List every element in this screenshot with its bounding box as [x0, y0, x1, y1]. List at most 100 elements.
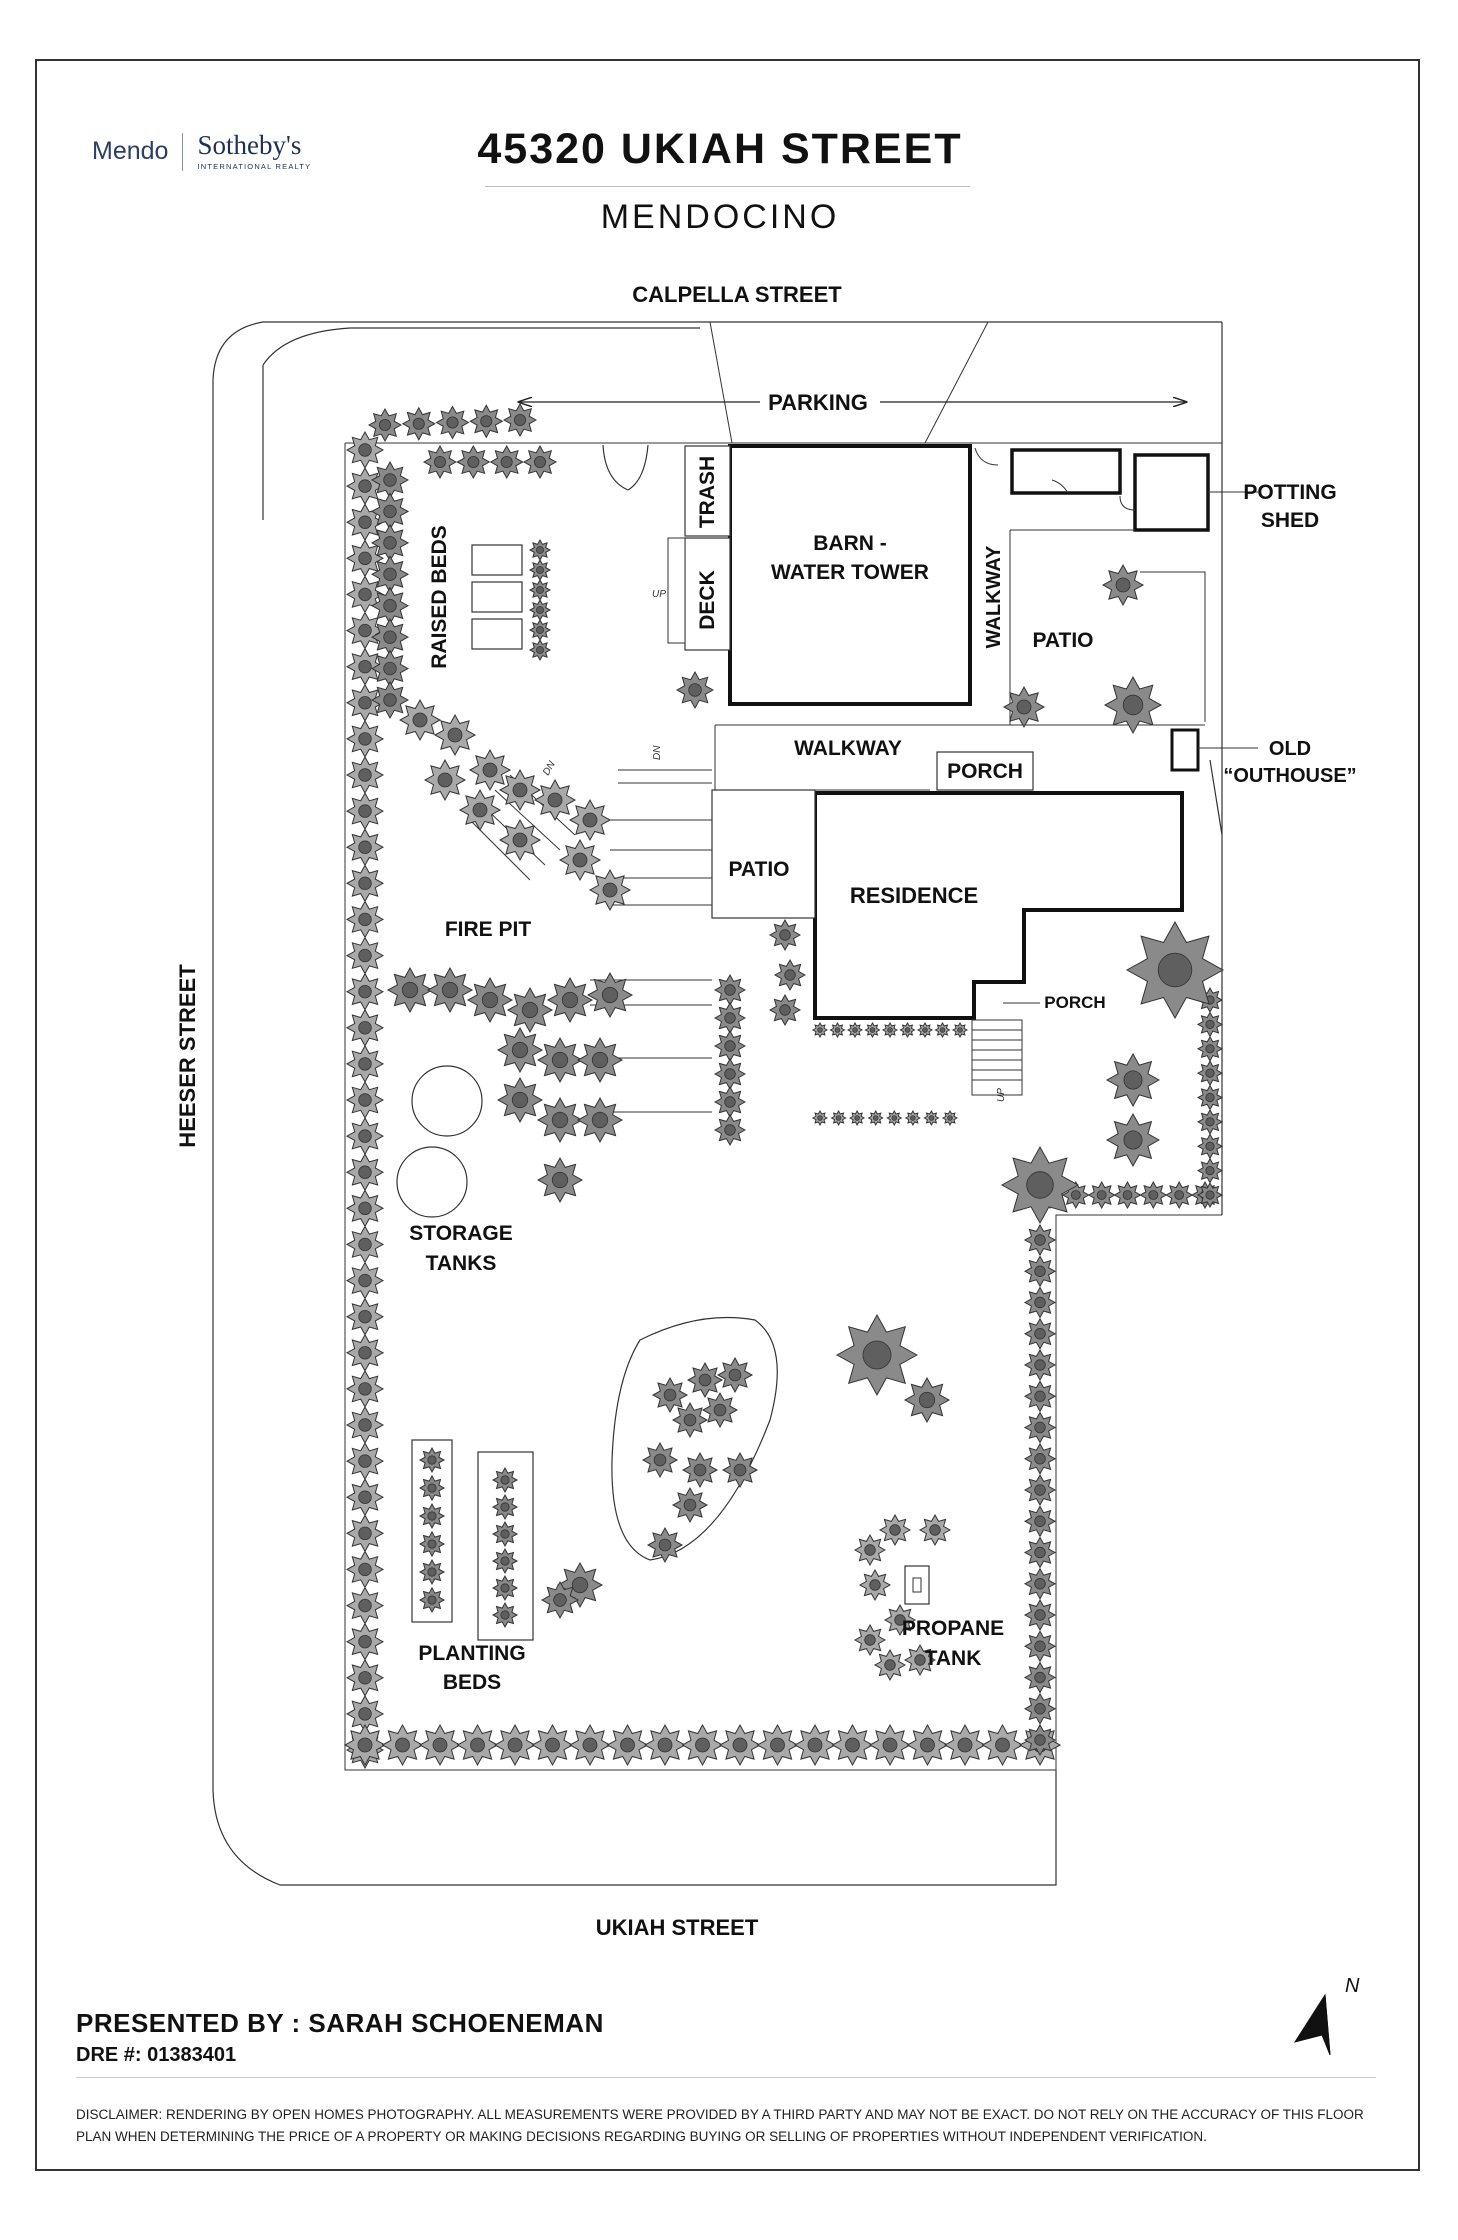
plant-icon: [1023, 1255, 1057, 1288]
presented-by: PRESENTED BY : SARAH SCHOENEMAN: [76, 2008, 604, 2038]
label-potting-shed-1: POTTING: [1243, 481, 1336, 504]
plant-icon: [721, 1451, 759, 1489]
plant-icon: [681, 1451, 719, 1489]
plant-icon: [811, 1021, 829, 1039]
gate-icon: [602, 444, 649, 491]
plant-icon: [528, 638, 552, 662]
label-deck: DECK: [696, 570, 719, 630]
plant-icon: [829, 1021, 846, 1039]
small-shed: [1010, 448, 1122, 495]
plant-icon: [716, 1356, 754, 1394]
plant-icon: [858, 1568, 892, 1602]
plant-icon: [1023, 1723, 1057, 1757]
label-outhouse-1: OLD: [1269, 738, 1311, 760]
logo-divider: [182, 132, 184, 171]
label-trash: TRASH: [696, 456, 719, 528]
plant-icon: [681, 1723, 724, 1767]
plant-icon: [906, 1723, 949, 1767]
plant-icon: [536, 1096, 584, 1144]
plant-icon: [835, 1313, 919, 1397]
plant-icon: [546, 976, 594, 1024]
plant-icon: [496, 1076, 544, 1124]
plant-icon: [345, 936, 385, 975]
street-label-north: CALPELLA STREET: [632, 282, 842, 307]
plant-icon: [345, 719, 385, 758]
plant-icon: [456, 1723, 499, 1767]
plant-icon: [468, 748, 512, 792]
label-barn-2: WATER TOWER: [771, 561, 929, 584]
plant-icon: [1087, 1180, 1116, 1210]
label-outhouse-2: “OUTHOUSE”: [1223, 765, 1356, 787]
plant-icon: [1196, 1060, 1224, 1087]
label-walkway-vertical: WALKWAY: [983, 545, 1005, 648]
storage-tank: [411, 1065, 483, 1137]
plant-icon: [1196, 1011, 1224, 1038]
raised-bed: [471, 618, 523, 650]
brokerage-logo: Mendo Sotheby's INTERNATIONAL REALTY: [92, 130, 312, 172]
plant-icon: [1023, 1223, 1057, 1257]
plant-icon: [651, 1376, 689, 1414]
plant-icon: [528, 598, 552, 622]
plant-icon: [1000, 1145, 1080, 1225]
plant-icon: [418, 1474, 446, 1502]
plant-icon: [713, 1085, 747, 1119]
plant-icon: [345, 1044, 385, 1083]
plant-icon: [345, 1080, 385, 1120]
plant-icon: [1196, 1084, 1224, 1111]
plant-icon: [345, 1405, 385, 1445]
plant-icon: [1165, 1180, 1194, 1210]
road-curve: [262, 327, 700, 520]
patio-west: [711, 789, 816, 919]
label-storage-2: TANKS: [426, 1252, 497, 1275]
plant-icon: [951, 1021, 969, 1039]
plant-icon: [418, 1446, 446, 1474]
footer-divider: [76, 2077, 1376, 2078]
label-storage-1: STORAGE: [409, 1222, 512, 1245]
plant-icon: [1023, 1411, 1057, 1444]
label-residence: RESIDENCE: [850, 883, 978, 908]
plant-icon: [713, 1057, 747, 1091]
plant-icon: [491, 1574, 519, 1602]
plant-icon: [1023, 1536, 1057, 1569]
plant-icon: [370, 460, 410, 500]
plant-icon: [883, 1603, 917, 1637]
plant-icon: [701, 1391, 739, 1429]
plant-icon: [904, 1109, 921, 1127]
plant-icon: [671, 1401, 709, 1439]
logo-sothebys-name: Sotheby's: [197, 130, 302, 160]
plant-icon: [345, 1369, 385, 1408]
plant-icon: [345, 1478, 385, 1517]
plant-icon: [773, 958, 807, 992]
plant-icon: [528, 538, 552, 562]
plant-icon: [671, 1486, 709, 1524]
plant-icon: [386, 966, 434, 1014]
plant-icon: [646, 1526, 684, 1564]
north-arrow: N: [1293, 1975, 1360, 2056]
propane-tank-cap: [912, 1577, 922, 1593]
plant-icon: [1023, 1505, 1057, 1538]
propane-tank: [904, 1565, 930, 1605]
plant-icon: [903, 1643, 937, 1677]
plant-icon: [418, 1586, 446, 1614]
plant-icon: [491, 1547, 519, 1575]
plant-icon: [849, 1109, 866, 1127]
plant-icon: [345, 900, 385, 939]
north-arrow-letter: N: [1345, 1975, 1360, 1997]
residence-building: [813, 791, 1184, 1020]
plant-icon: [1002, 685, 1046, 729]
plant-icon: [568, 1723, 612, 1767]
logo-sothebys-sub: INTERNATIONAL REALTY: [197, 162, 312, 171]
plant-icon: [345, 1586, 385, 1625]
plant-icon: [345, 972, 385, 1011]
plant-icon: [916, 1021, 934, 1039]
plant-icon: [531, 1723, 574, 1767]
plant-icon: [1113, 1180, 1142, 1210]
plant-icon: [491, 1493, 519, 1521]
label-fire-pit: FIRE PIT: [445, 918, 532, 941]
plant-icon: [423, 758, 467, 802]
label-porch-north: PORCH: [947, 760, 1023, 783]
plant-icon: [528, 578, 552, 602]
plant-icon: [506, 986, 554, 1034]
plant-icon: [1139, 1180, 1168, 1210]
plant-icon: [466, 976, 514, 1024]
